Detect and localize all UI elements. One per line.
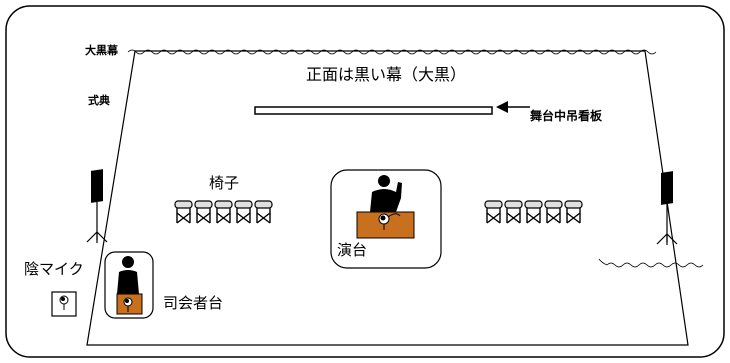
hidden-mic-label: 陰マイク <box>24 260 84 278</box>
curtain-wave <box>127 49 657 55</box>
podium-mic-icon <box>378 213 401 230</box>
hanging-sign-bar <box>254 106 493 115</box>
podium-label: 演台 <box>337 241 368 259</box>
speaker-person-icon <box>370 175 402 212</box>
ceremony-label: 式典 <box>88 94 110 107</box>
side-wave <box>606 262 704 268</box>
mc-person-icon <box>117 256 139 294</box>
stage-floor <box>86 50 689 346</box>
sign-arrow-head <box>496 101 508 113</box>
hanging-sign-label: 舞台中吊看板 <box>530 109 603 123</box>
mc-stand-label: 司会者台 <box>163 294 224 312</box>
chairs-label: 椅子 <box>209 174 240 192</box>
curtain-label: 大黒幕 <box>85 44 118 57</box>
front-note-label: 正面は黒い幕（大黒） <box>306 65 467 84</box>
